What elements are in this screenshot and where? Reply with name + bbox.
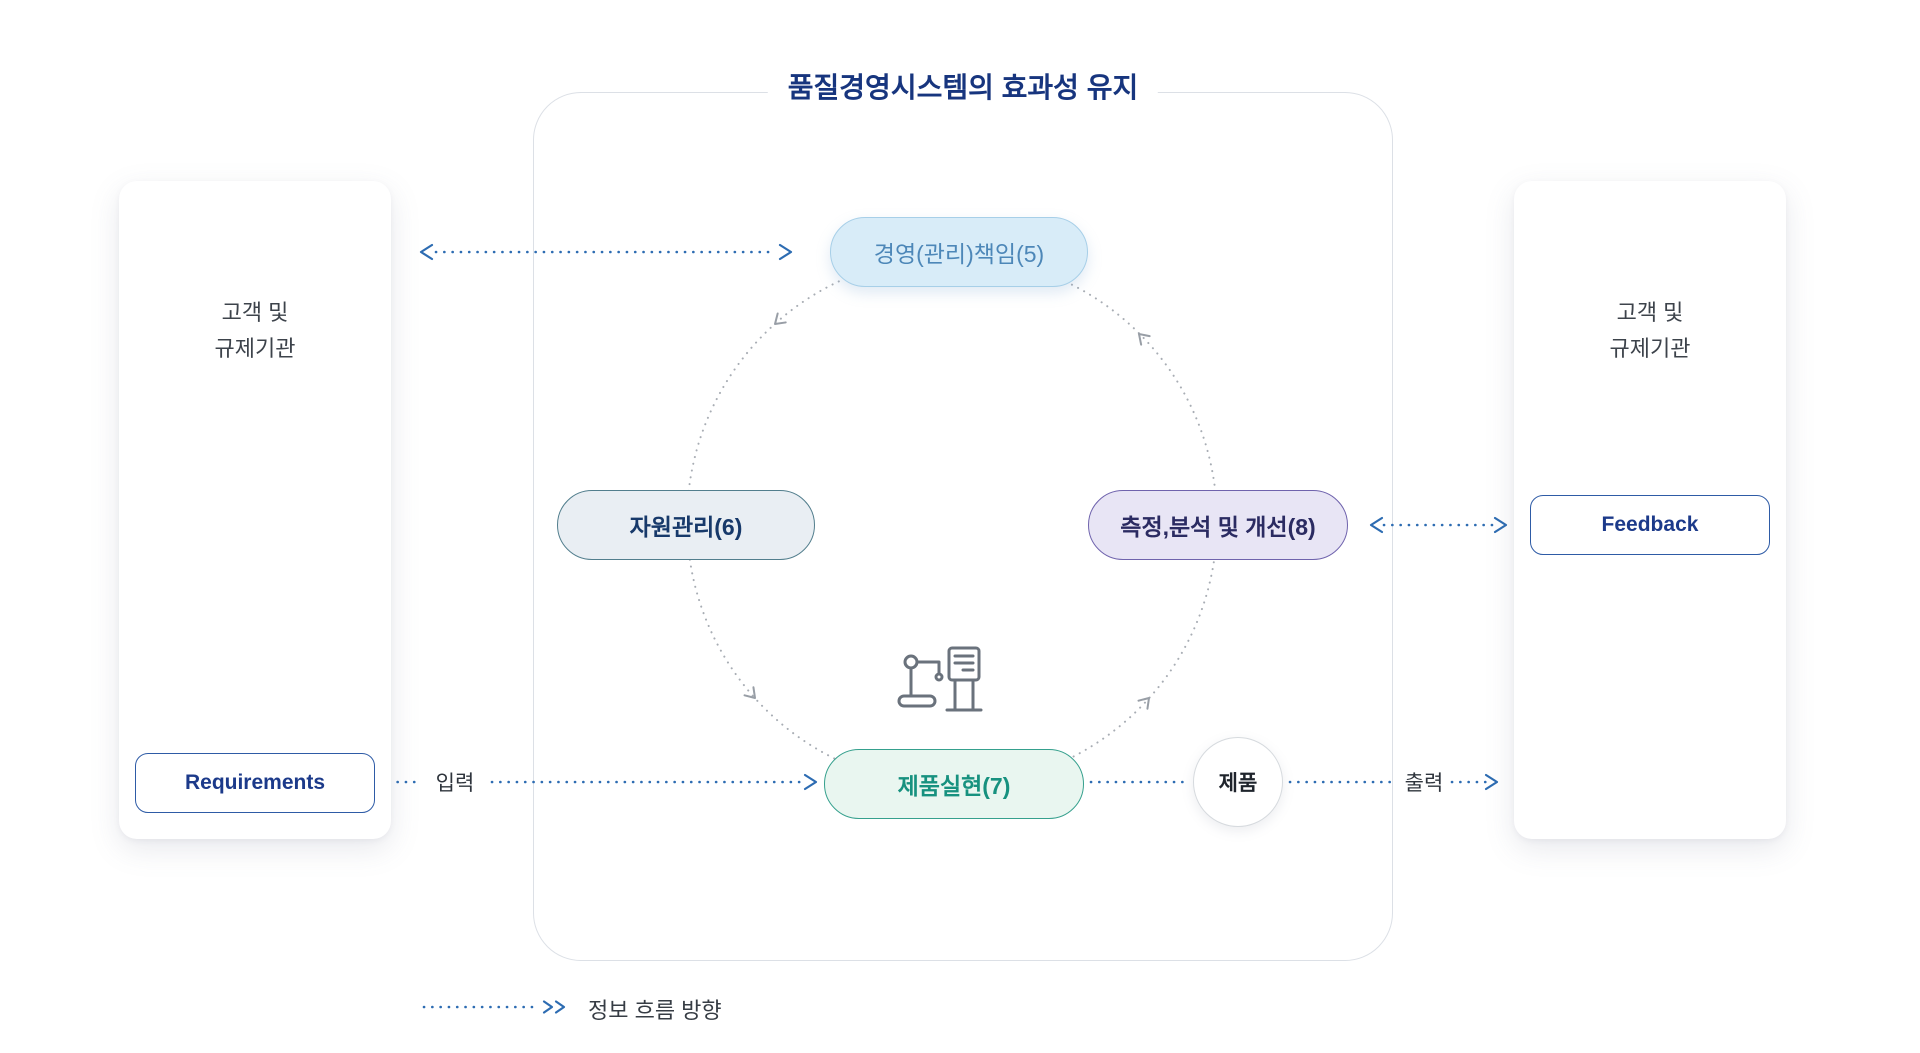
node-product-realization: 제품실현(7)	[824, 749, 1084, 819]
input-label: 입력	[435, 772, 475, 795]
node-resource-management: 자원관리(6)	[557, 490, 815, 560]
customer-label: 고객 및 규제기관	[214, 300, 296, 362]
diagram-title: 품질경영시스템의 효과성 유지	[767, 69, 1159, 107]
legend-chevron-icon	[542, 1000, 554, 1014]
customer-panel-right: 고객 및 규제기관 Feedback	[1514, 181, 1786, 839]
product-circle: 제품	[1193, 737, 1283, 827]
customer-label: 고객 및 규제기관	[1609, 300, 1691, 362]
robot-arm-machine-icon	[897, 640, 989, 726]
output-label: 출력	[1404, 772, 1444, 795]
customer-panel-left: 고객 및 규제기관 Requirements	[119, 181, 391, 839]
flow-arrowhead-right-icon	[1484, 773, 1499, 791]
requirements-badge: Requirements	[135, 753, 375, 813]
legend-chevron-icon	[554, 1000, 566, 1014]
flow-arrowhead-left-icon	[419, 243, 434, 261]
node-measurement-analysis-improvement: 측정,분석 및 개선(8)	[1088, 490, 1348, 560]
legend-label: 정보 흐름 방향	[588, 998, 722, 1023]
node-management-responsibility: 경영(관리)책임(5)	[830, 217, 1088, 287]
flow-arrowhead-right-icon	[1493, 516, 1508, 534]
feedback-badge: Feedback	[1530, 495, 1770, 555]
